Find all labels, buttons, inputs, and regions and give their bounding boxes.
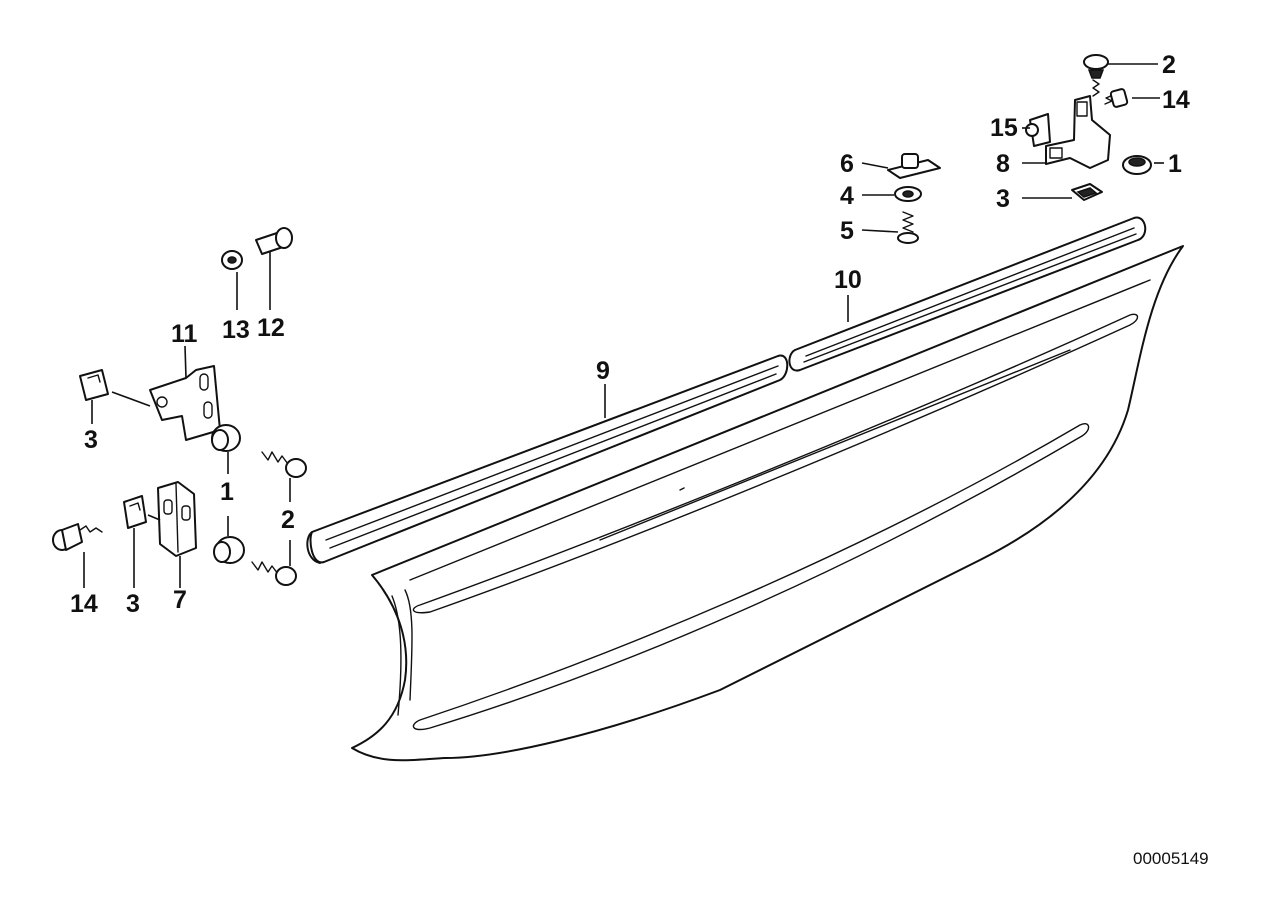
- callout-3-upper-left[interactable]: 3: [84, 426, 98, 454]
- callout-1-top[interactable]: 1: [1168, 150, 1182, 178]
- reference-number: 00005149: [1133, 849, 1209, 868]
- bolt-14-left[interactable]: [52, 523, 103, 551]
- clip-nut-3-top[interactable]: [1071, 183, 1103, 201]
- washer-13[interactable]: [221, 250, 243, 270]
- callout-10[interactable]: 10: [834, 266, 862, 294]
- bracket-7[interactable]: [157, 481, 197, 557]
- screw-2-lower[interactable]: [251, 561, 297, 586]
- rocker-panel[interactable]: [351, 245, 1184, 762]
- callout-1-upper-left[interactable]: 1: [220, 478, 234, 506]
- callout-14-top[interactable]: 14: [1162, 86, 1190, 114]
- grommet-1-top[interactable]: [1122, 155, 1152, 175]
- callout-14-left[interactable]: 14: [70, 590, 98, 618]
- callout-2-top[interactable]: 2: [1162, 51, 1176, 79]
- callout-7[interactable]: 7: [173, 586, 187, 614]
- bolt-12[interactable]: [255, 227, 293, 255]
- bracket-8[interactable]: [1045, 95, 1111, 169]
- callout-6[interactable]: 6: [840, 150, 854, 178]
- bracket-11[interactable]: [149, 365, 221, 441]
- clip-15[interactable]: [1025, 113, 1051, 147]
- grommet-1-upper[interactable]: [211, 424, 241, 452]
- callout-11[interactable]: 11: [171, 320, 198, 348]
- callout-4[interactable]: 4: [840, 182, 854, 210]
- callouts: 2 14 15 8 1 3 6 4 5 10 9 13 12 11 3 1 2 …: [70, 51, 1190, 618]
- clip-nut-3-upper-left[interactable]: [79, 369, 109, 401]
- washer-4[interactable]: [894, 186, 922, 202]
- screw-5[interactable]: [897, 211, 919, 244]
- molding-strip-10[interactable]: [788, 216, 1147, 372]
- callout-3-lower-left[interactable]: 3: [126, 590, 140, 618]
- clip-nut-6[interactable]: [887, 153, 941, 179]
- callout-12[interactable]: 12: [257, 314, 285, 342]
- callout-5[interactable]: 5: [840, 217, 854, 245]
- grommet-1-lower[interactable]: [213, 536, 245, 564]
- screw-2-top[interactable]: [1083, 54, 1109, 97]
- callout-3-top[interactable]: 3: [996, 185, 1010, 213]
- callout-13[interactable]: 13: [222, 316, 250, 344]
- leader-lines: [83, 63, 1164, 588]
- callout-2-upper-left[interactable]: 2: [281, 506, 295, 534]
- molding-strip-9[interactable]: [306, 354, 789, 564]
- callout-9[interactable]: 9: [596, 357, 610, 385]
- callout-8[interactable]: 8: [996, 150, 1010, 178]
- clip-nut-3-lower-left[interactable]: [123, 495, 147, 529]
- bolt-14-top[interactable]: [1104, 88, 1129, 108]
- callout-15[interactable]: 15: [990, 114, 1018, 142]
- screw-2-upper[interactable]: [261, 451, 307, 478]
